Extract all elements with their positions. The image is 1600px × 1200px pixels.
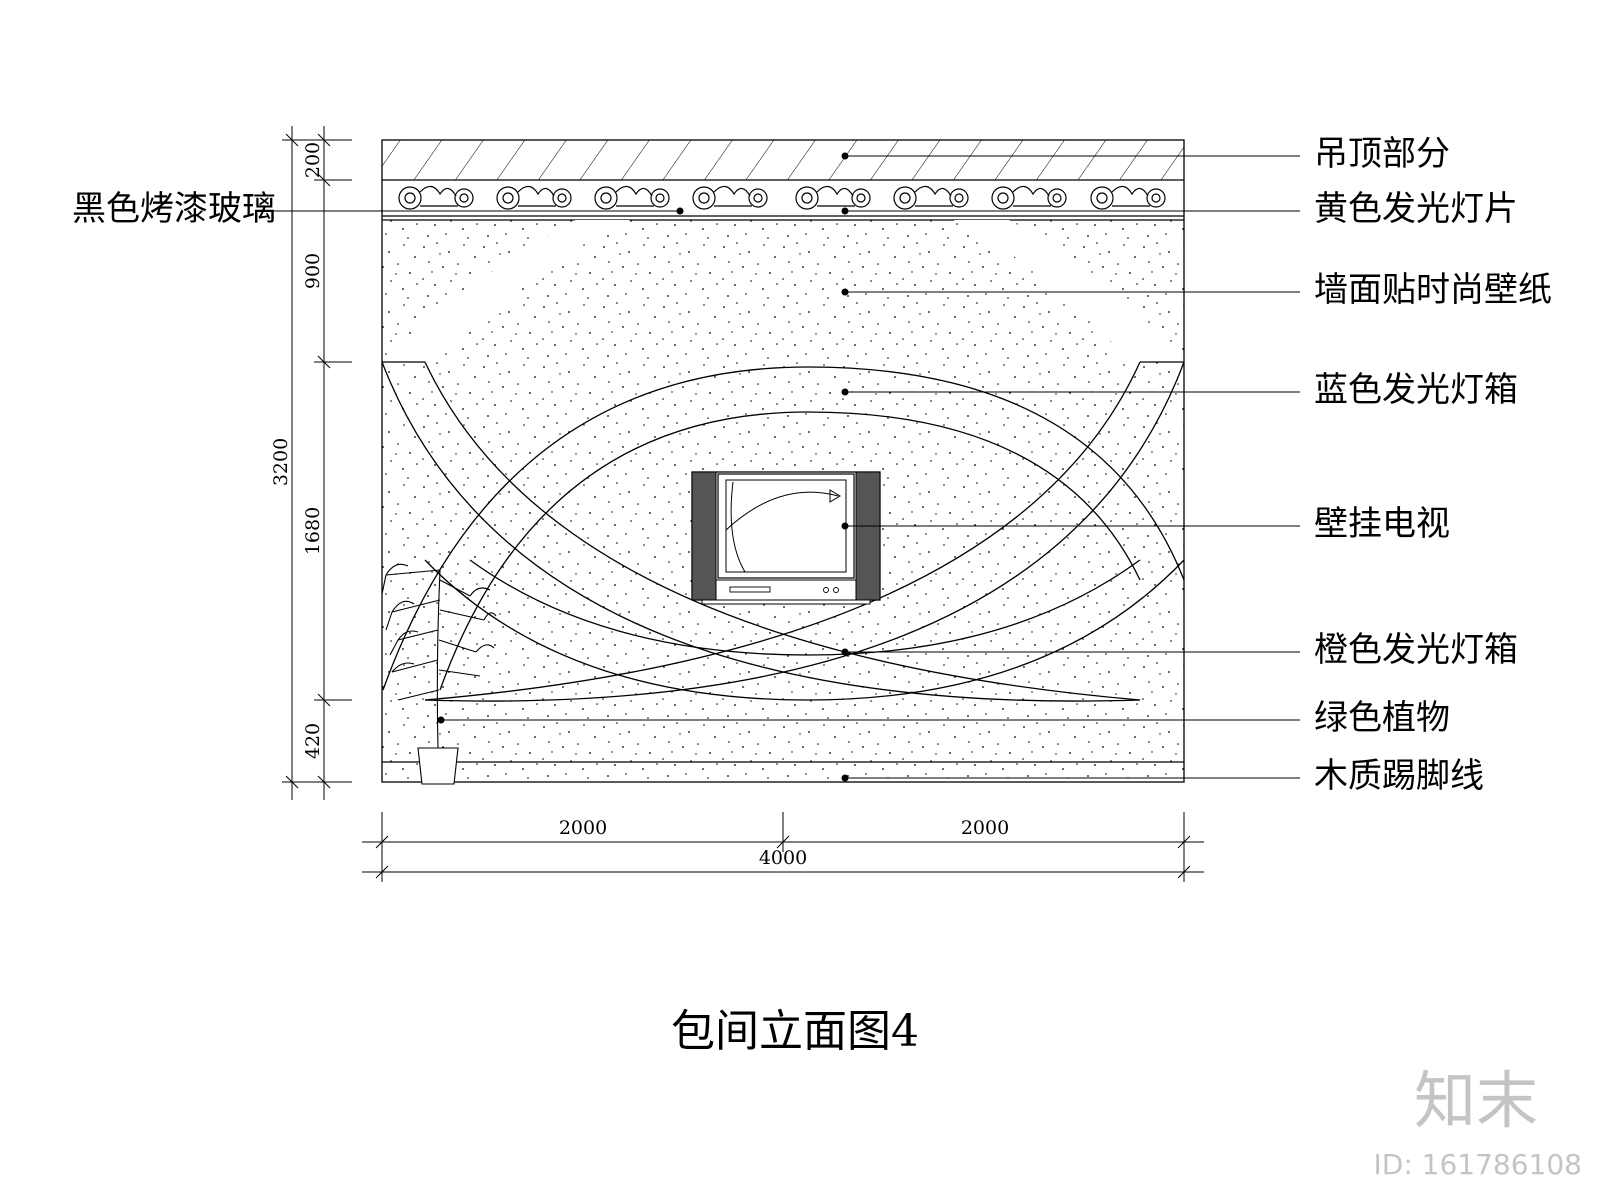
yellow-light-strip (398, 185, 1166, 210)
green-plant (381, 563, 497, 785)
dim-1680: 1680 (302, 507, 324, 555)
dim-2000-right: 2000 (961, 817, 1009, 839)
light-box-arcs (382, 220, 1184, 702)
label-ceiling: 吊顶部分 (1314, 134, 1450, 174)
blue-arc-outer (382, 366, 1184, 691)
leader-lines (270, 152, 1300, 782)
label-wall-tv: 壁挂电视 (1314, 504, 1450, 544)
label-wallpaper: 墙面贴时尚壁纸 (1314, 270, 1552, 310)
label-black-lacquer-glass: 黑色烤漆玻璃 (72, 189, 276, 229)
dim-200: 200 (302, 142, 324, 178)
label-green-plant: 绿色植物 (1314, 698, 1450, 738)
wall-mounted-tv (691, 471, 881, 605)
vertical-dimensions: 3200 200 900 1680 420 (270, 126, 352, 800)
horizontal-dimensions: 2000 2000 4000 (362, 812, 1204, 882)
label-orange-light-box: 橙色发光灯箱 (1314, 630, 1518, 670)
watermark: 知末 ID: 161786108 (1374, 1064, 1582, 1181)
watermark-id: ID: 161786108 (1374, 1148, 1582, 1181)
ceiling-section (382, 140, 1184, 180)
dim-900: 900 (302, 253, 324, 289)
orange-arc-outer (424, 559, 1184, 701)
blue-arc-inner (439, 411, 1141, 691)
wall-elevation (381, 139, 1185, 785)
dim-420: 420 (302, 723, 324, 759)
label-yellow-light: 黄色发光灯片 (1314, 189, 1518, 229)
watermark-logo: 知末 (1414, 1064, 1538, 1137)
annotation-labels: 黑色烤漆玻璃 吊顶部分 黄色发光灯片 墙面贴时尚壁纸 蓝色发光灯箱 壁挂电视 橙… (72, 134, 1552, 796)
dim-4000: 4000 (759, 847, 807, 869)
label-blue-light-box: 蓝色发光灯箱 (1314, 370, 1518, 410)
dim-3200: 3200 (270, 438, 292, 486)
drawing-title: 包间立面图4 (671, 1006, 919, 1057)
orange-arc-inner (469, 559, 1141, 656)
label-baseboard: 木质踢脚线 (1314, 756, 1484, 796)
dim-2000-left: 2000 (559, 817, 607, 839)
